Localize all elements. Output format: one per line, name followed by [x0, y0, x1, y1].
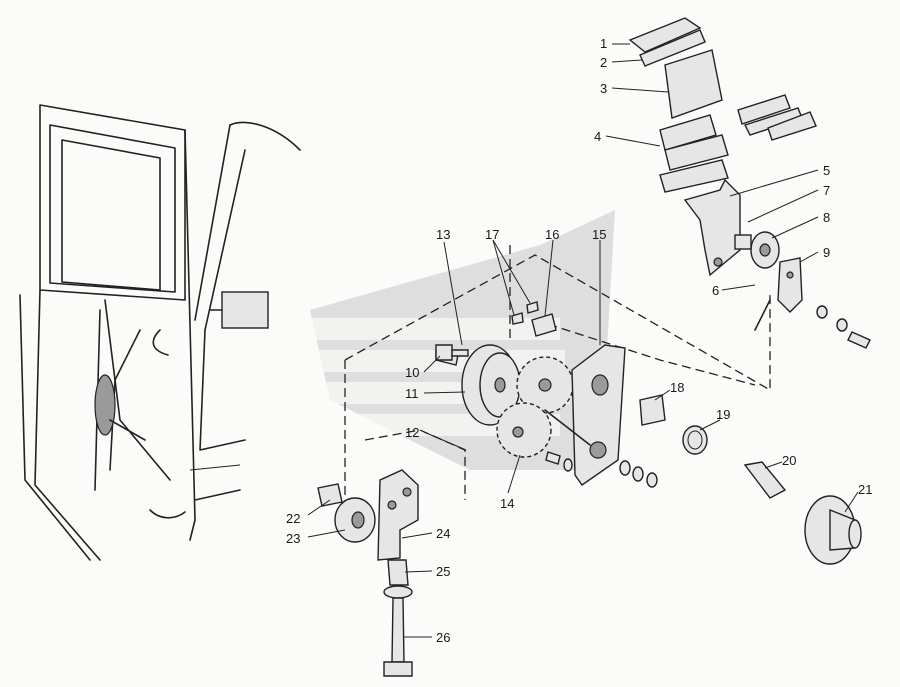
- part-pulley-23: [317, 483, 376, 543]
- callout-21: 21: [858, 482, 872, 497]
- part-seal-strips: [628, 17, 817, 193]
- part-bracket-5: [683, 178, 741, 277]
- callout-10: 10: [405, 365, 419, 380]
- callout-19: 19: [716, 407, 730, 422]
- callout-18: 18: [670, 380, 684, 395]
- part-clip-18: [639, 394, 666, 426]
- callout-5: 5: [823, 163, 830, 178]
- callout-13: 13: [436, 227, 450, 242]
- callout-7: 7: [823, 183, 830, 198]
- part-sprockets-14: [496, 356, 574, 458]
- part-plate-15: [544, 344, 626, 486]
- callout-17: 17: [485, 227, 499, 242]
- callout-26: 26: [436, 630, 450, 645]
- callout-11: 11: [405, 386, 419, 401]
- callout-15: 15: [592, 227, 606, 242]
- part-bolt-20: [743, 461, 787, 499]
- cable-routing: [344, 245, 771, 520]
- cab-door-drawing: [19, 104, 301, 561]
- part-bracket-24: [377, 469, 419, 561]
- part-drum-11: [435, 344, 521, 426]
- callout-3: 3: [600, 81, 607, 96]
- part-screws-17: [511, 301, 539, 325]
- callout-labels: 1 2 3 4 5 6 7 8 9 10 11 12 13 14 15 16 1…: [286, 36, 872, 645]
- callout-22: 22: [286, 511, 300, 526]
- callout-8: 8: [823, 210, 830, 225]
- part-bolt-10: [435, 344, 469, 361]
- callout-16: 16: [545, 227, 559, 242]
- callout-24: 24: [436, 526, 450, 541]
- watermark-logo: [290, 210, 615, 470]
- part-spring-19: [682, 425, 708, 455]
- callout-4: 4: [594, 129, 601, 144]
- part-bolt-26: [383, 585, 413, 677]
- part-fasteners-right: [754, 299, 871, 349]
- part-spring-25: [387, 559, 409, 586]
- callout-23: 23: [286, 531, 300, 546]
- part-pulley-8: [734, 231, 780, 269]
- callout-2: 2: [600, 55, 607, 70]
- leader-lines: [307, 43, 859, 638]
- part-handle-21: [804, 495, 862, 565]
- callout-25: 25: [436, 564, 450, 579]
- callout-9: 9: [823, 245, 830, 260]
- callout-14: 14: [500, 496, 514, 511]
- callout-20: 20: [782, 453, 796, 468]
- callout-12: 12: [405, 425, 419, 440]
- callout-1: 1: [600, 36, 607, 51]
- part-plate-9: [777, 257, 803, 313]
- callout-6: 6: [712, 283, 719, 298]
- part-washers-center: [545, 451, 658, 488]
